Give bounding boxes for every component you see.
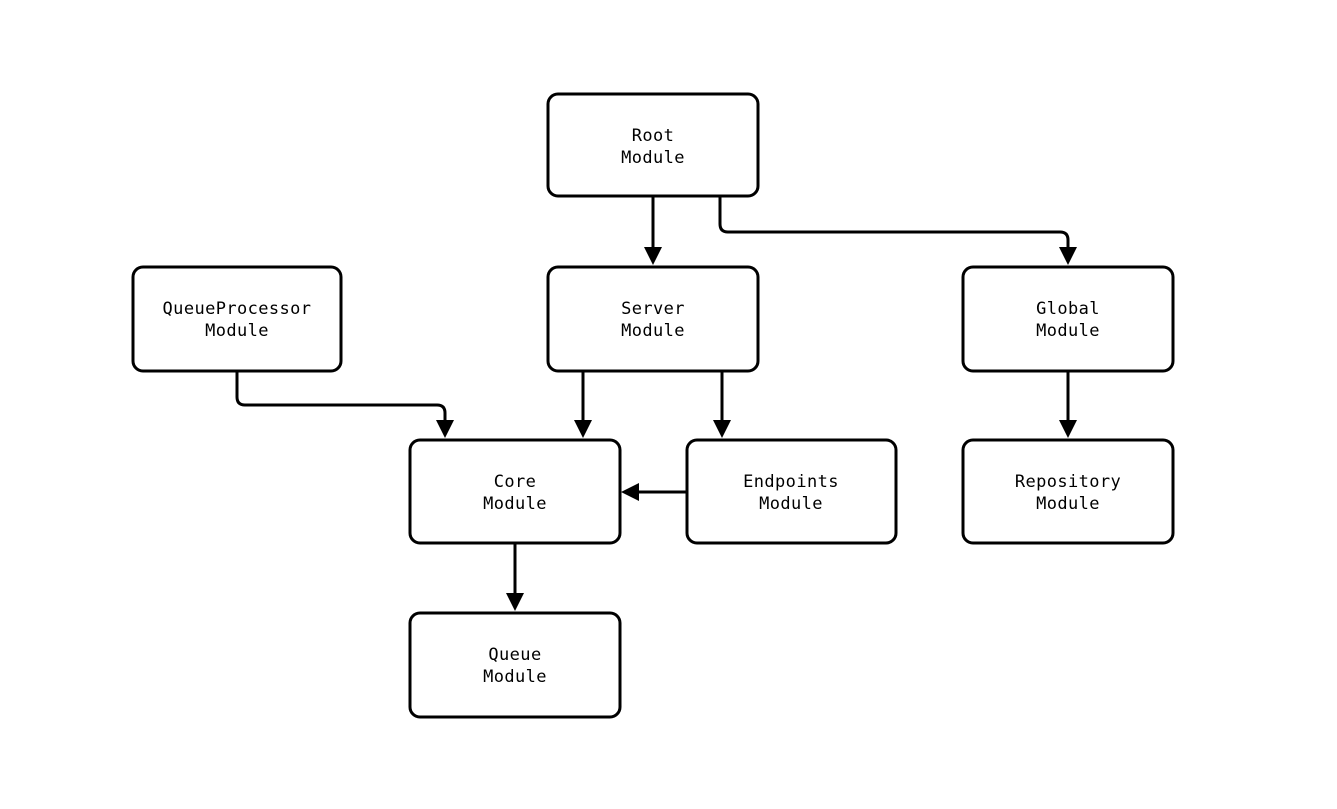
node-server-module-box[interactable]: [546, 265, 760, 373]
edge-root-to-global-line: [718, 196, 1070, 248]
edge-root-to-server-arrowhead: [644, 247, 662, 265]
edge-layer: [235, 196, 1077, 611]
edge-root-to-global-arrowhead: [1059, 247, 1077, 265]
edge-core-to-queue: [506, 543, 524, 611]
edge-queueprocessor-to-core: [235, 371, 454, 438]
node-global-module-label-line2: Module: [1036, 321, 1100, 341]
edge-root-to-global: [718, 196, 1077, 265]
node-core-module-box[interactable]: [408, 438, 622, 545]
edge-global-to-repository-arrowhead: [1059, 420, 1077, 438]
node-global-module[interactable]: Global Module: [961, 265, 1175, 373]
edge-core-to-queue-arrowhead: [506, 593, 524, 611]
node-queue-module-label-line2: Module: [483, 667, 547, 687]
node-server-module-label-line1: Server: [621, 299, 685, 319]
edge-server-to-endpoints-arrowhead: [713, 420, 731, 438]
node-layer: Root Module QueueProcessor Module Server…: [131, 92, 1175, 719]
node-root-module-label-line2: Module: [621, 148, 685, 168]
edge-server-to-core-arrowhead: [574, 420, 592, 438]
edge-queueprocessor-to-core-arrowhead: [436, 420, 454, 438]
edge-root-to-server: [644, 196, 662, 265]
node-server-module[interactable]: Server Module: [546, 265, 760, 373]
node-queueprocessor-module-box[interactable]: [131, 265, 343, 373]
node-repository-module-box[interactable]: [961, 438, 1175, 545]
node-queueprocessor-module-label-line2: Module: [205, 321, 269, 341]
node-server-module-label-line2: Module: [621, 321, 685, 341]
node-endpoints-module-label-line2: Module: [759, 494, 823, 514]
edge-global-to-repository: [1059, 371, 1077, 438]
node-queueprocessor-module[interactable]: QueueProcessor Module: [131, 265, 343, 373]
node-core-module-label-line2: Module: [483, 494, 547, 514]
edge-queueprocessor-to-core-line: [235, 371, 447, 421]
node-root-module-label-line1: Root: [632, 126, 675, 146]
node-endpoints-module[interactable]: Endpoints Module: [685, 438, 898, 545]
node-global-module-box[interactable]: [961, 265, 1175, 373]
node-repository-module-label-line1: Repository: [1015, 472, 1121, 492]
node-endpoints-module-box[interactable]: [685, 438, 898, 545]
node-repository-module-label-line2: Module: [1036, 494, 1100, 514]
node-endpoints-module-label-line1: Endpoints: [743, 472, 839, 492]
node-core-module[interactable]: Core Module: [408, 438, 622, 545]
edge-server-to-core: [574, 371, 592, 438]
edge-server-to-endpoints: [713, 371, 731, 438]
edge-endpoints-to-core-arrowhead: [621, 483, 639, 501]
node-root-module[interactable]: Root Module: [546, 92, 760, 198]
node-core-module-label-line1: Core: [494, 472, 537, 492]
node-queue-module[interactable]: Queue Module: [408, 611, 622, 719]
node-queue-module-label-line1: Queue: [488, 645, 541, 665]
edge-endpoints-to-core: [621, 483, 687, 501]
node-queue-module-box[interactable]: [408, 611, 622, 719]
node-root-module-box[interactable]: [546, 92, 760, 198]
node-queueprocessor-module-label-line1: QueueProcessor: [163, 299, 312, 319]
node-global-module-label-line1: Global: [1036, 299, 1100, 319]
node-repository-module[interactable]: Repository Module: [961, 438, 1175, 545]
